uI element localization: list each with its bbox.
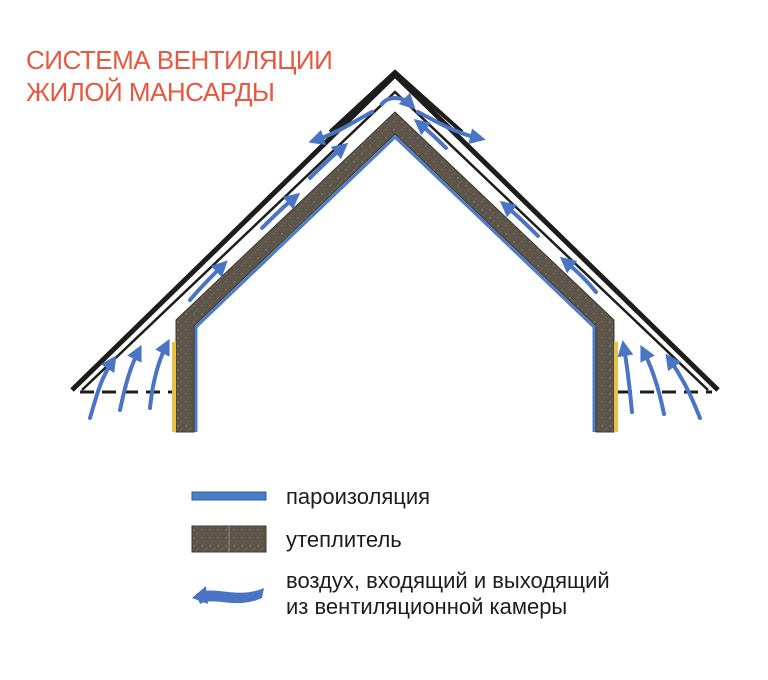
airflow-arrow-icon [118,344,142,412]
airflow-arrow-icon [308,142,349,180]
roof-sheathing [81,90,709,391]
ridge-cap [328,69,464,134]
left-wall-trim [172,342,176,432]
legend-insulation-label: утеплитель [286,527,402,552]
airflow-arrow-icon [260,192,301,230]
airflow-arrow-icon [308,110,374,146]
airflow-arrow-icon [665,353,702,420]
airflow-arrows [88,92,702,420]
airflow-arrow-icon [617,340,634,414]
legend-airflow-label-2: из вентиляционной камеры [286,594,568,619]
legend-airflow-label-1: воздух, входящий и выходящий [286,568,610,593]
airflow-arrow-icon [559,256,598,294]
airflow-arrow-icon [148,338,170,410]
roof-outline [70,71,720,392]
title-line-2: ЖИЛОЙ МАНСАРДЫ [26,77,275,107]
airflow-arrow-icon [413,119,448,150]
airflow-arrow-icon [380,92,416,110]
title-line-1: СИСТЕМА ВЕНТИЛЯЦИИ [26,45,333,75]
legend-airflow-arrowhead [192,586,208,604]
legend-vapor-barrier-swatch [191,491,267,501]
airflow-arrow-icon [88,355,117,420]
diagram-title: СИСТЕМА ВЕНТИЛЯЦИИ ЖИЛОЙ МАНСАРДЫ [26,44,333,108]
airflow-arrow-icon [416,110,486,144]
vapor-barrier-line [194,134,596,432]
airflow-arrow-icon [188,260,228,302]
insulation-layer [175,111,615,433]
airflow-arrow-icon [640,344,666,416]
legend-insulation-swatch [191,525,267,553]
legend-vapor-barrier-label: пароизоляция [286,484,431,509]
legend-airflow-arrow-icon [196,588,264,604]
right-wall-trim [614,342,618,432]
airflow-arrow-icon [499,200,540,238]
